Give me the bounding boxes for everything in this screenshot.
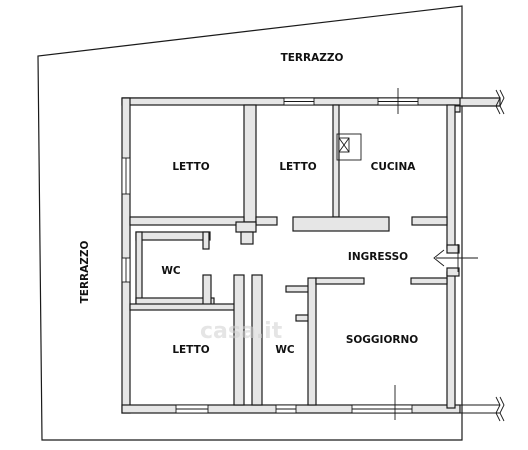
- label-terrace-top: TERRAZZO: [281, 52, 344, 64]
- label-bathroom-1: WC: [161, 265, 181, 277]
- label-bedroom-2: LETTO: [279, 161, 316, 173]
- interior-walls: [129, 104, 460, 406]
- label-kitchen: CUCINA: [371, 161, 417, 173]
- label-bedroom-1: LETTO: [172, 161, 209, 173]
- terrace-outline: [37, 5, 463, 441]
- label-terrace-left: TERRAZZO: [79, 241, 91, 304]
- watermark: casa.it: [200, 319, 283, 344]
- label-entrance: INGRESSO: [348, 251, 408, 263]
- label-bedroom-3: LETTO: [172, 344, 209, 356]
- label-bathroom-2: WC: [275, 344, 295, 356]
- entrance-arrow-icon: [433, 244, 478, 272]
- label-living-room: SOGGIORNO: [346, 334, 418, 346]
- windows: [121, 88, 419, 420]
